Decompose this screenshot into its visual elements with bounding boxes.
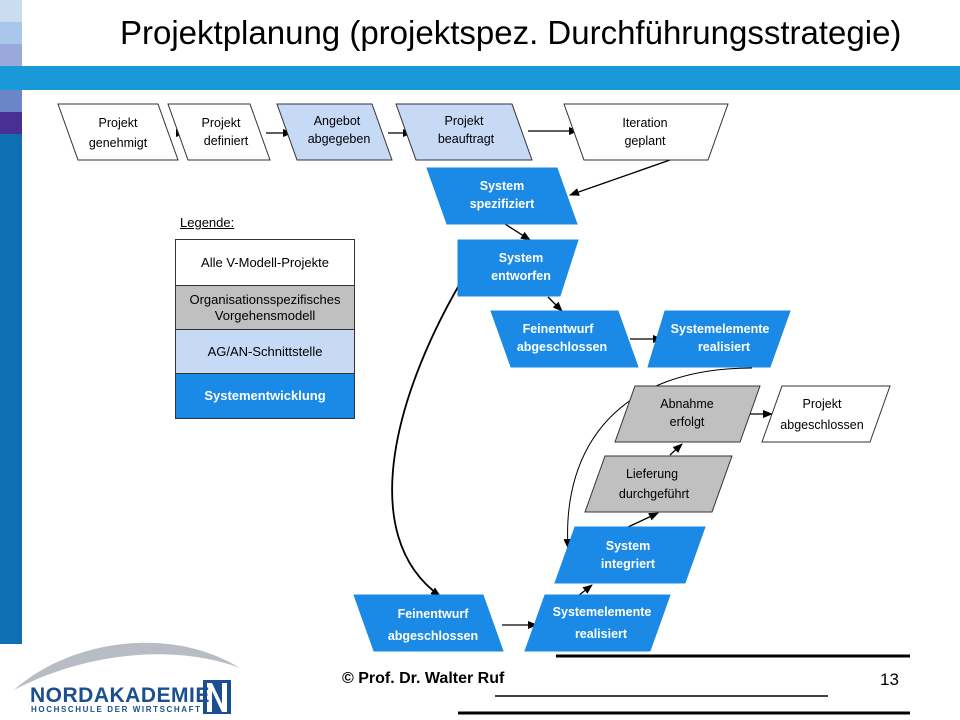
legend-item-systementwicklung: Systementwicklung <box>175 373 355 419</box>
edge-n12-n10 <box>669 443 683 456</box>
node-label-line2: spezifiziert <box>470 197 535 211</box>
legend-heading: Legende: <box>180 215 235 230</box>
node-shape <box>584 455 733 513</box>
node-projekt-definiert: Projekt definiert <box>167 103 271 161</box>
node-projekt-abgeschlossen: Projekt abgeschlossen <box>761 385 891 443</box>
node-label-line2: realisiert <box>575 627 628 641</box>
node-shape <box>457 239 579 297</box>
node-label-line1: Feinentwurf <box>398 607 470 621</box>
node-label-line2: erfolgt <box>670 415 705 429</box>
node-angebot-abgegeben: Angebot abgegeben <box>276 103 393 161</box>
node-label-line1: Systemelemente <box>671 322 770 336</box>
node-label-line2: beauftragt <box>438 132 495 146</box>
logo-name: NORDAKADEMIE <box>30 684 210 707</box>
slide-title: Projektplanung (projektspez. Durchführun… <box>120 14 902 51</box>
node-label-line1: Projekt <box>99 116 138 130</box>
edge-n7-n8 <box>547 296 563 312</box>
decor-square-1 <box>0 0 22 22</box>
edge-n13-n12 <box>627 512 659 528</box>
node-label-line1: Feinentwurf <box>523 322 595 336</box>
node-label-line2: abgeschlossen <box>780 418 863 432</box>
decor-square-2 <box>0 22 22 44</box>
node-abnahme-erfolgt: Abnahme erfolgt <box>614 385 761 443</box>
node-label-line1: Projekt <box>202 116 241 130</box>
node-shape <box>524 594 671 652</box>
legend-item-alle-v-modell-projekte: Alle V-Modell-Projekte <box>175 239 355 286</box>
left-accent-bar <box>0 134 22 644</box>
node-label-line2: definiert <box>204 134 249 148</box>
node-label-line2: abgeschlossen <box>388 629 478 643</box>
node-iteration-geplant: Iteration geplant <box>563 103 729 161</box>
edge-n15-n13 <box>577 584 593 597</box>
node-projekt-beauftragt: Projekt beauftragt <box>395 103 533 161</box>
logo-subtitle: HOCHSCHULE DER WIRTSCHAFT <box>31 705 202 714</box>
node-label-line2: abgegeben <box>308 132 371 146</box>
left-accent-square-2 <box>22 90 42 134</box>
node-shape <box>490 310 639 368</box>
node-shape <box>563 103 729 161</box>
edge-n9-n13 <box>563 367 753 549</box>
node-label-line2: realisiert <box>698 340 751 354</box>
decor-square-3 <box>0 44 22 66</box>
node-feinentwurf-abgeschlossen-2: Feinentwurf abgeschlossen <box>353 594 504 652</box>
node-shape <box>353 594 504 652</box>
node-label-line1: Iteration <box>622 116 667 130</box>
legend-item-ag-an-schnittstelle: AG/AN-Schnittstelle <box>175 329 355 374</box>
title-band <box>0 66 960 90</box>
node-shape <box>614 385 761 443</box>
node-label-line1: Abnahme <box>660 397 714 411</box>
logo-swoosh <box>14 642 240 690</box>
node-label-line1: Lieferung <box>626 467 678 481</box>
node-shape <box>395 103 533 161</box>
node-label-line1: System <box>499 251 543 265</box>
node-label-line2: abgeschlossen <box>517 340 607 354</box>
decor-square-5 <box>0 90 22 112</box>
node-label-line2: durchgeführt <box>619 487 690 501</box>
node-label-line1: System <box>606 539 650 553</box>
legend-item-label: Systementwicklung <box>204 388 326 403</box>
node-label-line1: Systemelemente <box>553 605 652 619</box>
legend-item-label: AG/AN-Schnittstelle <box>207 343 323 359</box>
node-shape <box>554 526 706 584</box>
node-systemelemente-realisiert-2: Systemelemente realisiert <box>524 594 671 652</box>
node-label-line2: integriert <box>601 557 656 571</box>
edge-n7-n14 <box>391 269 469 597</box>
node-feinentwurf-abgeschlossen-1: Feinentwurf abgeschlossen <box>490 310 639 368</box>
edge-n5-n6 <box>569 159 671 196</box>
decor-square-6 <box>0 112 22 134</box>
node-shape <box>276 103 393 161</box>
node-label-line1: System <box>480 179 524 193</box>
node-lieferung-durchgefuehrt: Lieferung durchgeführt <box>584 455 733 513</box>
node-label-line1: Projekt <box>445 114 484 128</box>
node-label-line1: Projekt <box>803 397 842 411</box>
node-system-integriert: System integriert <box>554 526 706 584</box>
logo-emblem-icon <box>203 680 231 714</box>
node-label-line2: genehmigt <box>89 136 148 150</box>
node-projekt-genehmigt: Projekt genehmigt <box>57 103 179 161</box>
node-shape <box>167 103 271 161</box>
node-label-line1: Angebot <box>314 114 361 128</box>
node-label-line2: entworfen <box>491 269 551 283</box>
legend-item-label: Alle V-Modell-Projekte <box>201 254 329 270</box>
node-shape <box>426 167 578 225</box>
node-systemelemente-realisiert-1: Systemelemente realisiert <box>647 310 791 368</box>
node-shape <box>647 310 791 368</box>
legend-item-label: Organisationsspezifisches Vorgehensmodel… <box>189 291 341 323</box>
node-shape <box>57 103 179 161</box>
node-label-line2: geplant <box>624 134 666 148</box>
node-shape <box>761 385 891 443</box>
legend-item-organisationsspezifisch: Organisationsspezifisches Vorgehensmodel… <box>175 285 355 330</box>
node-system-entworfen: System entworfen <box>457 239 579 297</box>
edge-n6-n7 <box>504 223 531 241</box>
footer-author: © Prof. Dr. Walter Ruf <box>342 670 505 687</box>
page-number: 13 <box>880 670 899 689</box>
node-system-spezifiziert: System spezifiziert <box>426 167 578 225</box>
